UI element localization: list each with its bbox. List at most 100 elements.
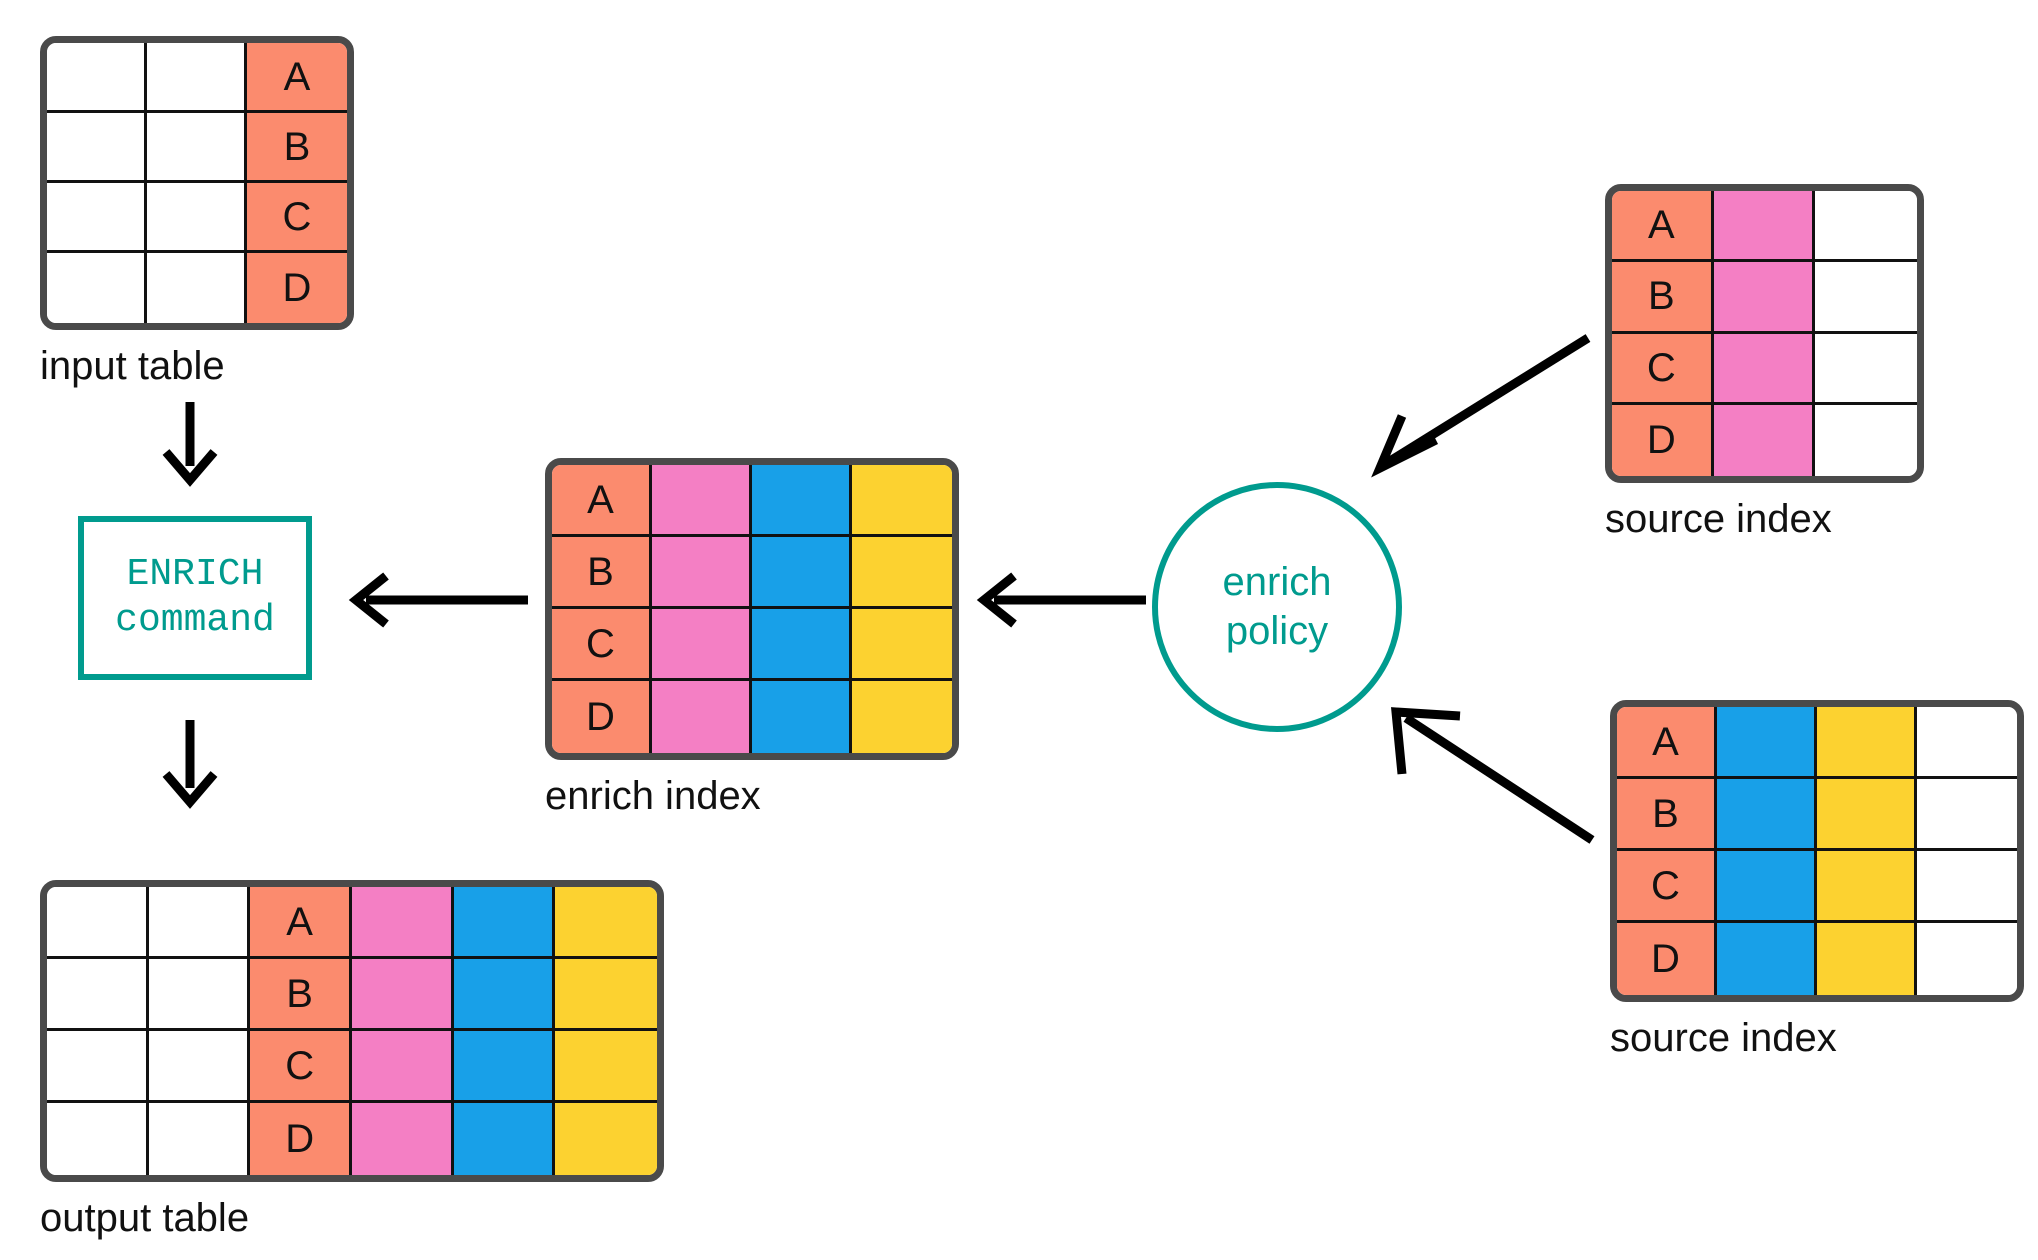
table-row: B bbox=[47, 113, 347, 183]
enrich-command-line-1: ENRICH bbox=[126, 552, 264, 596]
table-cell bbox=[1713, 262, 1816, 334]
table-key-cell: B bbox=[247, 113, 347, 183]
table-row: C bbox=[1617, 851, 2017, 923]
table-row: D bbox=[1617, 923, 2017, 995]
table-row: B bbox=[47, 959, 657, 1031]
table-key-cell: D bbox=[250, 1103, 352, 1175]
table-row: C bbox=[47, 183, 347, 253]
arrow-command-to-output bbox=[162, 720, 218, 809]
table-cell bbox=[1817, 851, 1917, 923]
enrich-policy-line-2: policy bbox=[1225, 609, 1329, 653]
table-cell bbox=[1917, 707, 2017, 779]
table-cell bbox=[555, 1103, 657, 1175]
table-cell bbox=[148, 959, 251, 1031]
enrich-command-box[interactable]: ENRICH command bbox=[78, 516, 312, 680]
table-cell bbox=[652, 609, 752, 681]
table-key-cell: A bbox=[247, 43, 347, 113]
table-key-cell: D bbox=[247, 253, 347, 323]
table-cell bbox=[852, 465, 952, 537]
source-index-top-caption: source index bbox=[1605, 497, 1832, 541]
enrich-policy-line-1: enrich bbox=[1222, 560, 1332, 605]
table-cell bbox=[47, 113, 147, 183]
table-cell bbox=[555, 1031, 657, 1103]
table-cell bbox=[1917, 779, 2017, 851]
table-cell bbox=[852, 537, 952, 609]
table-key-cell: D bbox=[1617, 923, 1717, 995]
table-row: D bbox=[47, 253, 347, 323]
table-cell bbox=[147, 183, 247, 253]
table-cell bbox=[752, 609, 852, 681]
table-cell bbox=[1815, 191, 1917, 263]
table-row: B bbox=[1617, 779, 2017, 851]
table-cell bbox=[1713, 191, 1816, 263]
table-cell bbox=[1713, 333, 1816, 405]
table-key-cell: B bbox=[1612, 262, 1714, 334]
table-cell bbox=[652, 681, 752, 753]
table-cell bbox=[351, 959, 454, 1031]
table-cell bbox=[1717, 923, 1817, 995]
table-cell bbox=[351, 887, 454, 959]
table-cell bbox=[453, 887, 556, 959]
table-cell bbox=[147, 113, 247, 183]
enrich-command-line-2: command bbox=[115, 599, 275, 642]
table-cell bbox=[555, 959, 657, 1031]
table-cell bbox=[852, 681, 952, 753]
enrich-policy-circle[interactable]: enrich policy bbox=[1152, 482, 1402, 732]
table-row: A bbox=[47, 887, 657, 959]
table-key-cell: A bbox=[1617, 707, 1717, 779]
table-cell bbox=[47, 1031, 149, 1103]
table-cell bbox=[555, 887, 657, 959]
table-row: C bbox=[552, 609, 952, 681]
table-key-cell: B bbox=[552, 537, 652, 609]
table-cell bbox=[147, 253, 247, 323]
table-key-cell: C bbox=[1612, 333, 1714, 405]
table-row: C bbox=[1612, 333, 1917, 405]
table-cell bbox=[148, 887, 251, 959]
arrow-source-index-top-to-policy bbox=[1371, 334, 1591, 478]
table-cell bbox=[148, 1031, 251, 1103]
table-cell bbox=[1717, 779, 1817, 851]
table-cell bbox=[148, 1103, 251, 1175]
table-cell bbox=[1717, 851, 1817, 923]
arrow-source-index-bottom-to-policy bbox=[1391, 707, 1595, 844]
table-cell bbox=[652, 465, 752, 537]
table-key-cell: C bbox=[250, 1031, 352, 1103]
output-table-caption: output table bbox=[40, 1196, 250, 1240]
source-index-bottom-caption: source index bbox=[1610, 1016, 1837, 1060]
table-cell bbox=[752, 465, 852, 537]
table-cell bbox=[453, 1103, 556, 1175]
table-cell bbox=[453, 959, 556, 1031]
table-row: D bbox=[1612, 404, 1917, 476]
table-cell bbox=[752, 681, 852, 753]
input-table-caption: input table bbox=[40, 344, 225, 388]
table-key-cell: B bbox=[250, 959, 352, 1031]
table-key-cell: A bbox=[250, 887, 352, 959]
table-cell bbox=[1917, 923, 2017, 995]
table-cell bbox=[652, 537, 752, 609]
arrow-policy-to-enrich-index bbox=[976, 572, 1146, 628]
table-cell bbox=[47, 43, 147, 113]
table-key-cell: B bbox=[1617, 779, 1717, 851]
arrow-input-to-command bbox=[162, 402, 218, 487]
table-cell bbox=[453, 1031, 556, 1103]
table-cell bbox=[47, 1103, 149, 1175]
table-row: D bbox=[552, 681, 952, 753]
table-row: B bbox=[552, 537, 952, 609]
table-cell bbox=[1817, 707, 1917, 779]
table-cell bbox=[1815, 404, 1917, 476]
table-cell bbox=[1713, 404, 1816, 476]
table-cell bbox=[1817, 779, 1917, 851]
table-cell bbox=[351, 1103, 454, 1175]
table-cell bbox=[147, 43, 247, 113]
table-cell bbox=[852, 609, 952, 681]
table-row: C bbox=[47, 1031, 657, 1103]
table-key-cell: D bbox=[1612, 404, 1714, 476]
table-cell bbox=[1817, 923, 1917, 995]
